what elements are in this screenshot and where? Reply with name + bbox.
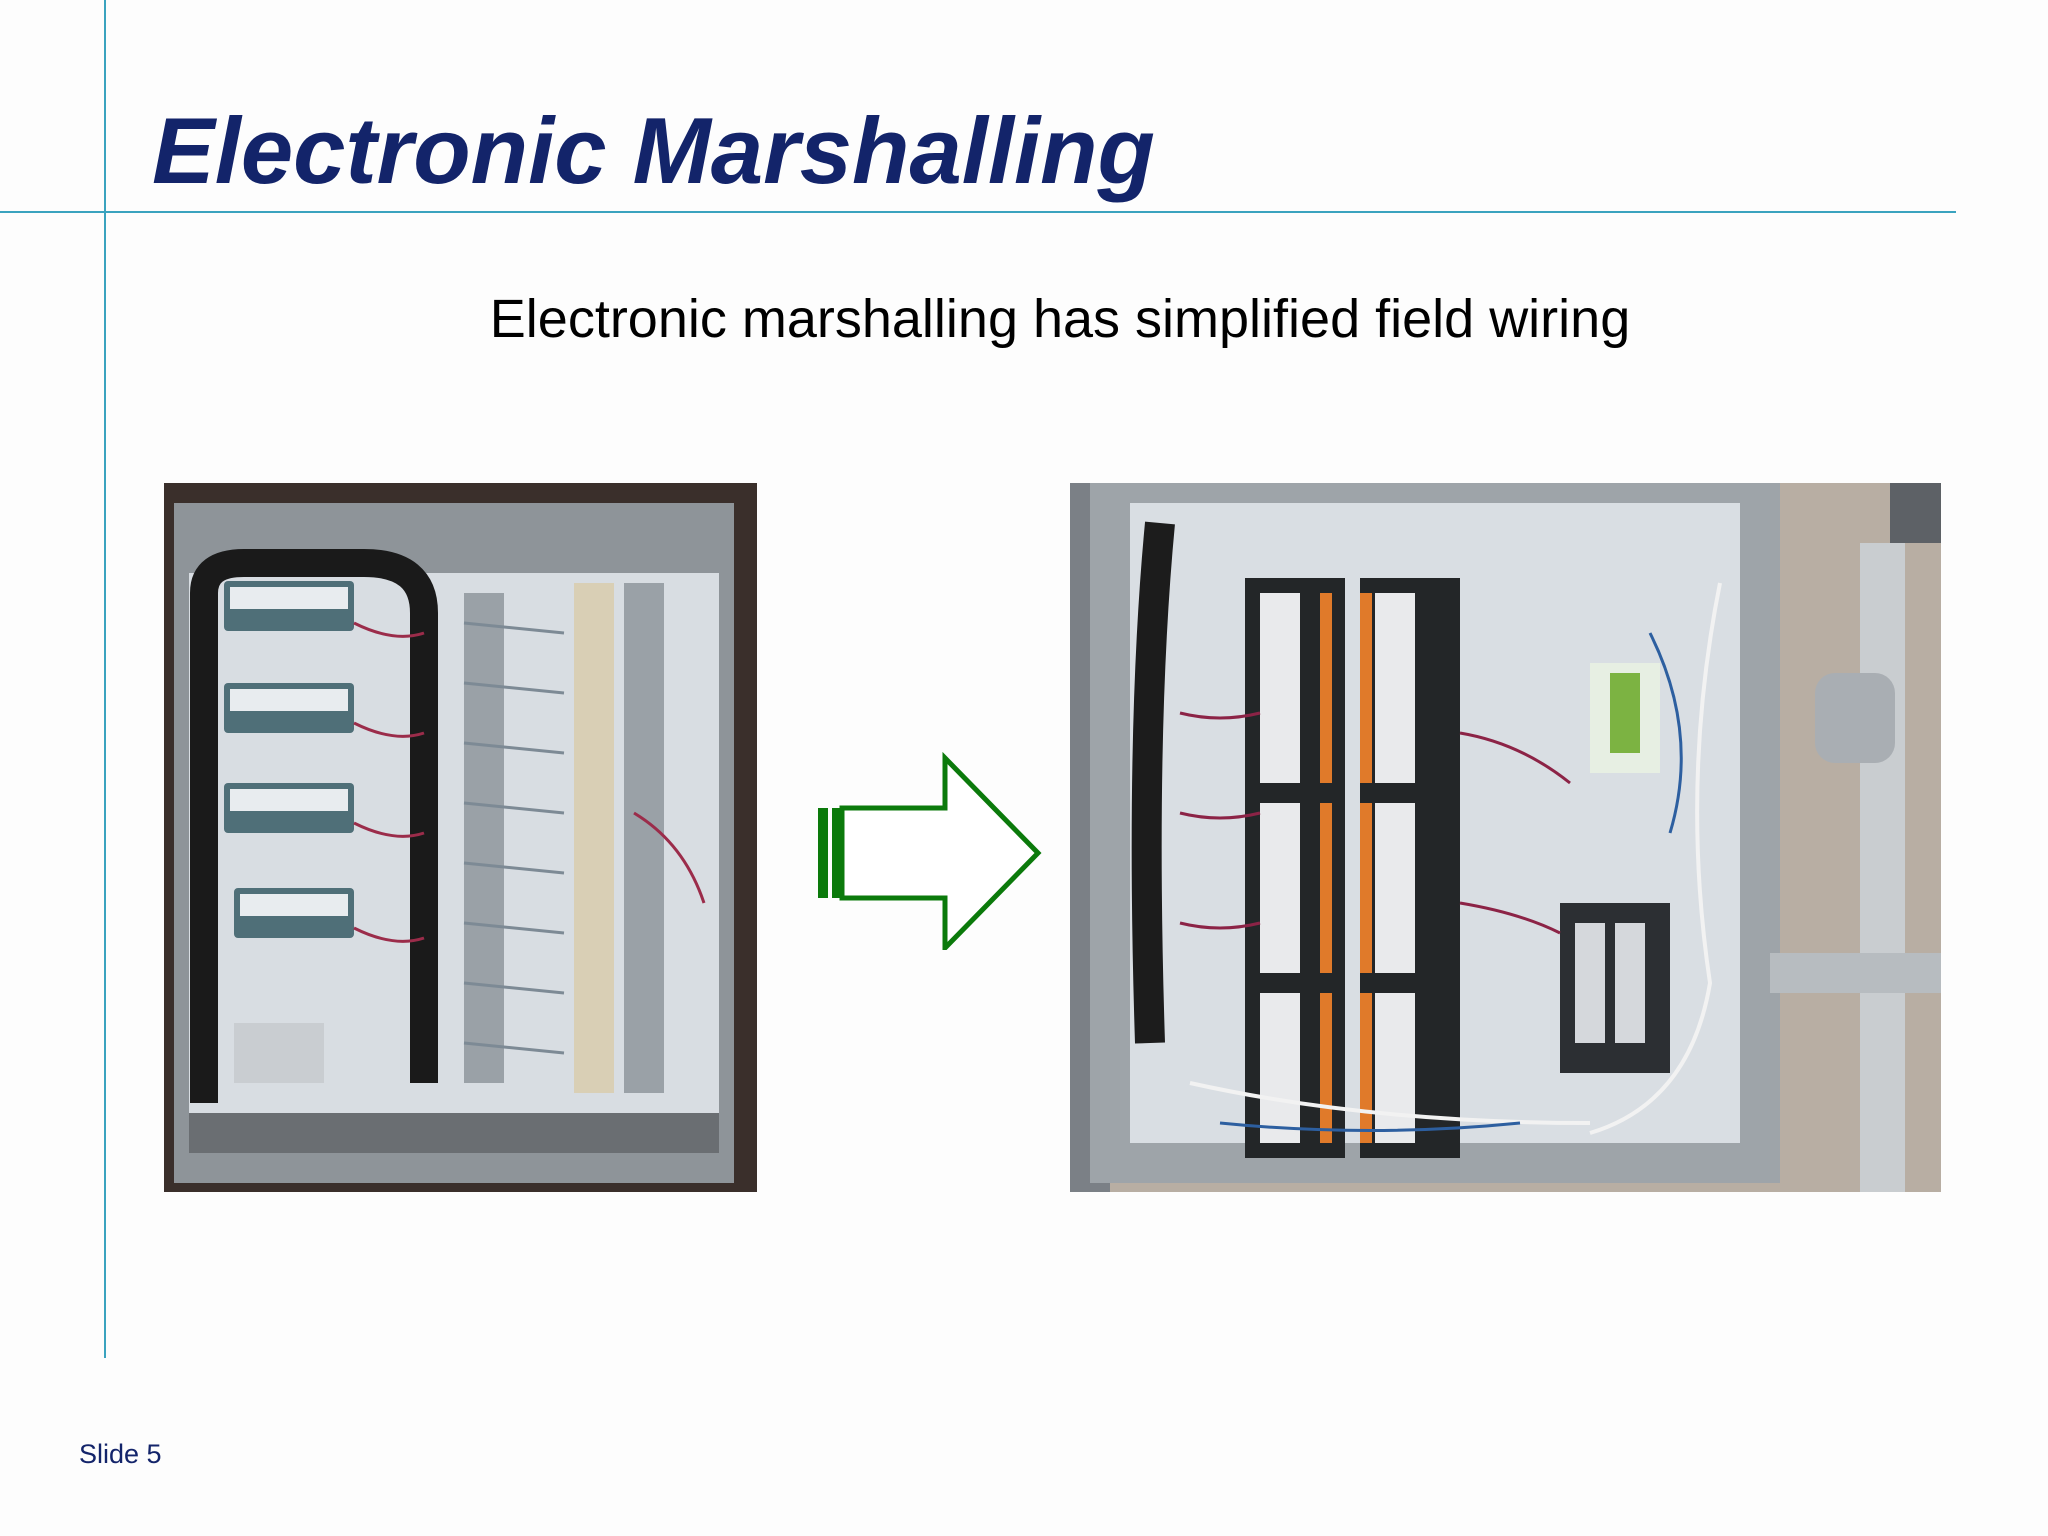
cabinet-after-photo: [1070, 483, 1941, 1192]
slide-title: Electronic Marshalling: [152, 98, 1155, 203]
vertical-rule: [104, 0, 106, 1358]
slide-subtitle: Electronic marshalling has simplified fi…: [489, 289, 1631, 349]
horizontal-rule: [0, 211, 1956, 213]
cabinet-before-photo: [164, 483, 757, 1192]
slide-number: Slide 5: [79, 1439, 162, 1469]
right-arrow-icon: [818, 751, 1042, 950]
